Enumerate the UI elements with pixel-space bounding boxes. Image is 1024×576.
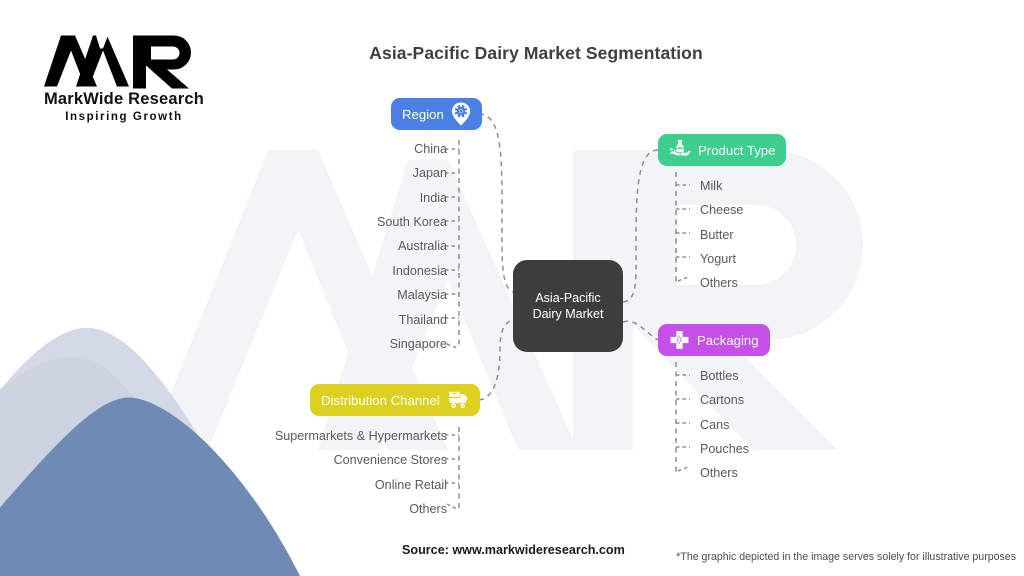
list-item[interactable]: Indonesia xyxy=(392,263,447,278)
map-pin-gear-icon xyxy=(451,102,471,126)
list-item[interactable]: South Korea xyxy=(376,215,447,230)
list-item[interactable]: Cheese xyxy=(700,203,744,218)
list-item[interactable]: Bottles xyxy=(700,368,739,383)
list-item[interactable]: Australia xyxy=(398,239,447,254)
leaf-list-distribution-channel: Supermarkets & Hypermarkets Convenience … xyxy=(275,424,459,522)
branch-label-product-type: Product Type xyxy=(698,142,776,158)
leaf-list-packaging: Bottles Cartons Cans Pouches Others xyxy=(688,364,749,486)
list-item[interactable]: Japan xyxy=(412,166,447,181)
disclaimer-note: *The graphic depicted in the image serve… xyxy=(676,551,1016,563)
logo-company-name: MarkWide Research xyxy=(43,90,205,108)
logo-tagline: Inspiring Growth xyxy=(65,110,183,123)
list-item[interactable]: China xyxy=(414,141,447,156)
list-item[interactable]: Thailand xyxy=(398,312,447,327)
page-title: Asia-Pacific Dairy Market Segmentation xyxy=(0,43,1024,64)
center-node-line1: Asia-Pacific xyxy=(535,290,601,305)
branch-label-packaging: Packaging xyxy=(697,332,759,348)
branch-badge-region[interactable]: Region xyxy=(391,98,482,130)
list-item[interactable]: Butter xyxy=(700,227,734,242)
mwr-monogram-icon xyxy=(44,35,191,89)
delivery-truck-icon xyxy=(447,390,469,410)
list-item[interactable]: Convenience Stores xyxy=(333,453,447,468)
list-item[interactable]: Pouches xyxy=(700,442,750,457)
background-decoration-shapes xyxy=(0,327,300,576)
list-item[interactable]: Supermarkets & Hypermarkets xyxy=(274,428,447,443)
brand-logo: MarkWide Research Inspiring Growth xyxy=(26,33,222,125)
list-item[interactable]: Others xyxy=(700,466,738,481)
center-node[interactable]: Asia-Pacific Dairy Market xyxy=(513,260,623,352)
list-item[interactable]: Cartons xyxy=(700,393,745,408)
package-box-icon xyxy=(669,330,690,351)
source-attribution: Source: www.markwideresearch.com xyxy=(402,543,625,557)
list-item[interactable]: Cans xyxy=(700,417,730,432)
list-item[interactable]: Others xyxy=(409,502,447,517)
list-item[interactable]: Milk xyxy=(700,178,723,193)
branch-label-distribution-channel: Distribution Channel xyxy=(321,392,440,408)
branch-badge-distribution-channel[interactable]: Distribution Channel xyxy=(310,384,480,416)
branch-badge-product-type[interactable]: Product Type xyxy=(658,134,787,166)
center-node-line2: Dairy Market xyxy=(532,307,604,321)
list-item[interactable]: Yogurt xyxy=(700,252,736,267)
list-item[interactable]: Online Retail xyxy=(374,477,447,492)
hand-holding-bottle-icon xyxy=(669,139,691,161)
leaf-list-product-type: Milk Cheese Butter Yogurt Others xyxy=(688,174,743,296)
list-item[interactable]: Others xyxy=(700,276,738,291)
page-title-text: Asia-Pacific Dairy Market Segmentation xyxy=(369,43,703,63)
leaf-list-region: China Japan India South Korea Australia … xyxy=(377,137,459,357)
list-item[interactable]: India xyxy=(419,190,447,205)
branch-badge-packaging[interactable]: Packaging xyxy=(658,324,770,356)
branch-label-region: Region xyxy=(402,106,444,122)
list-item[interactable]: Malaysia xyxy=(397,288,447,303)
center-node-label: Asia-Pacific Dairy Market xyxy=(527,290,610,323)
list-item[interactable]: Singapore xyxy=(389,337,447,352)
